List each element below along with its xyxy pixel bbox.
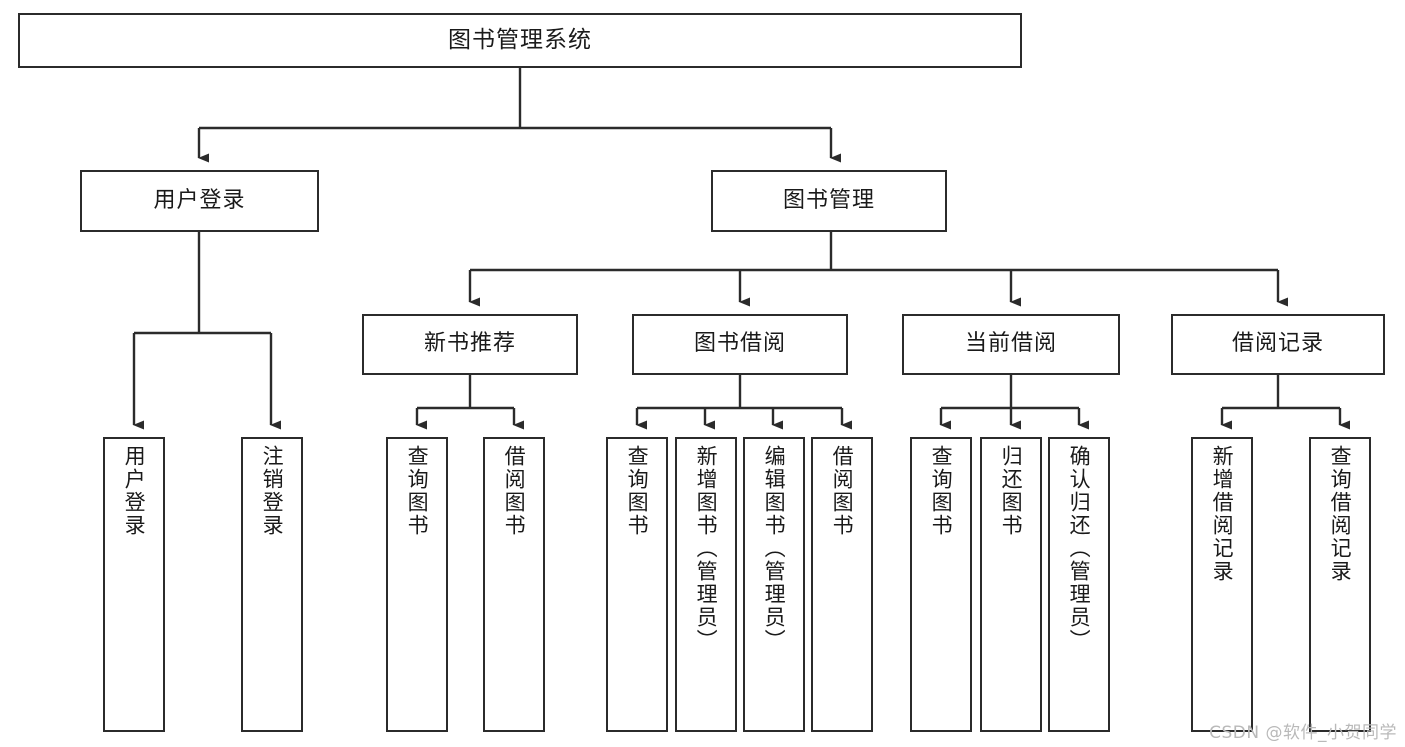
node-label: 图书管理 <box>782 187 875 213</box>
node-label: 注销登录 <box>260 445 285 537</box>
leaf-current-query-book[interactable]: 查询图书 <box>910 437 972 732</box>
node-book-borrow[interactable]: 图书借阅 <box>632 314 848 375</box>
node-label: 查询图书 <box>405 445 430 537</box>
node-user-login[interactable]: 用户登录 <box>80 170 319 232</box>
leaf-borrow-add-book-admin[interactable]: 新增图书（管理员） <box>675 437 737 732</box>
leaf-borrow-borrow-book[interactable]: 借阅图书 <box>811 437 873 732</box>
node-label: 查询借阅记录 <box>1328 445 1353 583</box>
node-label: 归还图书 <box>999 445 1024 537</box>
node-label: 借阅记录 <box>1231 331 1324 357</box>
node-label: 新书推荐 <box>423 331 516 357</box>
leaf-newbook-query-book[interactable]: 查询图书 <box>386 437 448 732</box>
node-root-system[interactable]: 图书管理系统 <box>18 13 1022 68</box>
node-book-management[interactable]: 图书管理 <box>711 170 947 232</box>
node-label: 当前借阅 <box>964 331 1057 357</box>
node-label: 借阅图书 <box>502 445 527 537</box>
node-label: 查询图书 <box>625 445 650 537</box>
node-label: 图书借阅 <box>693 331 786 357</box>
leaf-user-logout[interactable]: 注销登录 <box>241 437 303 732</box>
leaf-newbook-borrow-book[interactable]: 借阅图书 <box>483 437 545 732</box>
leaf-record-add-record[interactable]: 新增借阅记录 <box>1191 437 1253 732</box>
leaf-current-return-book[interactable]: 归还图书 <box>980 437 1042 732</box>
leaf-borrow-edit-book-admin[interactable]: 编辑图书（管理员） <box>743 437 805 732</box>
node-label: 图书管理系统 <box>448 26 592 53</box>
node-borrow-record[interactable]: 借阅记录 <box>1171 314 1385 375</box>
node-label: 借阅图书 <box>830 445 855 537</box>
leaf-current-confirm-return-admin[interactable]: 确认归还（管理员） <box>1048 437 1110 732</box>
node-label: 查询图书 <box>929 445 954 537</box>
leaf-user-login[interactable]: 用户登录 <box>103 437 165 732</box>
node-current-borrow[interactable]: 当前借阅 <box>902 314 1120 375</box>
node-label: 新增借阅记录 <box>1210 445 1235 583</box>
node-label: 用户登录 <box>153 187 246 213</box>
node-label: 编辑图书（管理员） <box>762 445 787 652</box>
leaf-borrow-query-book[interactable]: 查询图书 <box>606 437 668 732</box>
node-label: 用户登录 <box>122 445 147 537</box>
leaf-record-query-record[interactable]: 查询借阅记录 <box>1309 437 1371 732</box>
node-label: 确认归还（管理员） <box>1067 445 1092 652</box>
node-label: 新增图书（管理员） <box>694 445 719 652</box>
node-new-book-recommend[interactable]: 新书推荐 <box>362 314 578 375</box>
